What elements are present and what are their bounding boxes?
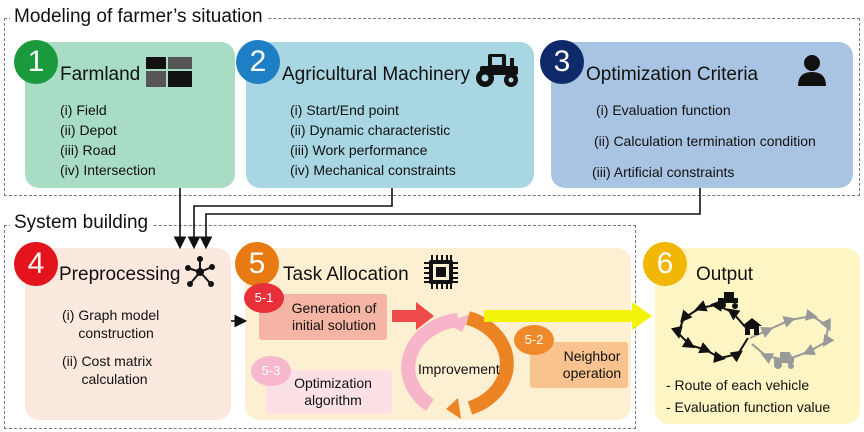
machinery-item: (iv) Mechanical constraints bbox=[290, 162, 456, 178]
system-section-title: System building bbox=[10, 212, 153, 234]
machinery-title: Agricultural Machinery bbox=[282, 64, 470, 85]
farmland-item: (iii) Road bbox=[60, 142, 117, 158]
preprocessing-number-badge: 4 bbox=[14, 242, 58, 286]
improvement-label: Improvement bbox=[418, 361, 500, 377]
modeling-group-box bbox=[4, 18, 860, 196]
criteria-title: Optimization Criteria bbox=[586, 64, 759, 85]
machinery-item: (iii) Work performance bbox=[290, 142, 428, 158]
initial-solution-line1: Generation of bbox=[291, 300, 377, 316]
step-5-1-tag: 5-1 bbox=[244, 283, 284, 313]
person-icon bbox=[796, 54, 828, 86]
task-title: Task Allocation bbox=[283, 264, 409, 285]
graph-network-icon bbox=[184, 256, 216, 288]
machinery-item: (ii) Dynamic characteristic bbox=[290, 122, 451, 138]
optimization-algorithm-line1: Optimization bbox=[294, 375, 372, 391]
farmland-item: (i) Field bbox=[60, 102, 107, 118]
preprocessing-title: Preprocessing bbox=[59, 264, 181, 285]
tractor-icon bbox=[474, 52, 520, 88]
step-5-2-tag: 5-2 bbox=[514, 325, 554, 355]
neighbor-operation-line2: operation bbox=[562, 365, 622, 381]
output-number-badge: 6 bbox=[643, 242, 687, 286]
output-title: Output bbox=[696, 264, 754, 285]
field-grid-icon bbox=[146, 57, 192, 87]
preprocessing-item: (ii) Cost matrix (ii) calculation bbox=[62, 353, 153, 387]
task-number-badge: 5 bbox=[235, 242, 279, 286]
step-5-3-tag: 5-3 bbox=[251, 356, 291, 386]
criteria-item: (ii) Calculation termination condition bbox=[594, 133, 816, 149]
machinery-number-badge: 2 bbox=[236, 40, 280, 84]
farmland-item: (iv) Intersection bbox=[60, 162, 156, 178]
neighbor-operation-line1: Neighbor bbox=[563, 348, 621, 364]
criteria-number-badge: 3 bbox=[540, 40, 584, 84]
farmland-number-badge: 1 bbox=[14, 40, 58, 84]
initial-solution-line2: initial solution bbox=[291, 317, 377, 333]
output-evaluation-item: - Evaluation function value bbox=[666, 399, 831, 415]
cpu-chip-icon bbox=[424, 255, 458, 289]
modeling-section-title: Modeling of farmer’s situation bbox=[10, 6, 267, 28]
criteria-item: (iii) Artificial constraints bbox=[592, 164, 735, 180]
farmland-title: Farmland bbox=[60, 64, 141, 85]
output-route-item: - Route of each vehicle bbox=[666, 377, 810, 393]
optimization-algorithm-line2: algorithm bbox=[304, 392, 362, 408]
farmland-item: (ii) Depot bbox=[60, 122, 117, 138]
farmland-panel bbox=[25, 42, 235, 188]
criteria-item: (i) Evaluation function bbox=[596, 102, 731, 118]
preprocessing-item: (i) Graph model (i) construction bbox=[62, 307, 160, 341]
criteria-panel bbox=[551, 42, 853, 188]
machinery-item: (i) Start/End point bbox=[290, 102, 399, 118]
